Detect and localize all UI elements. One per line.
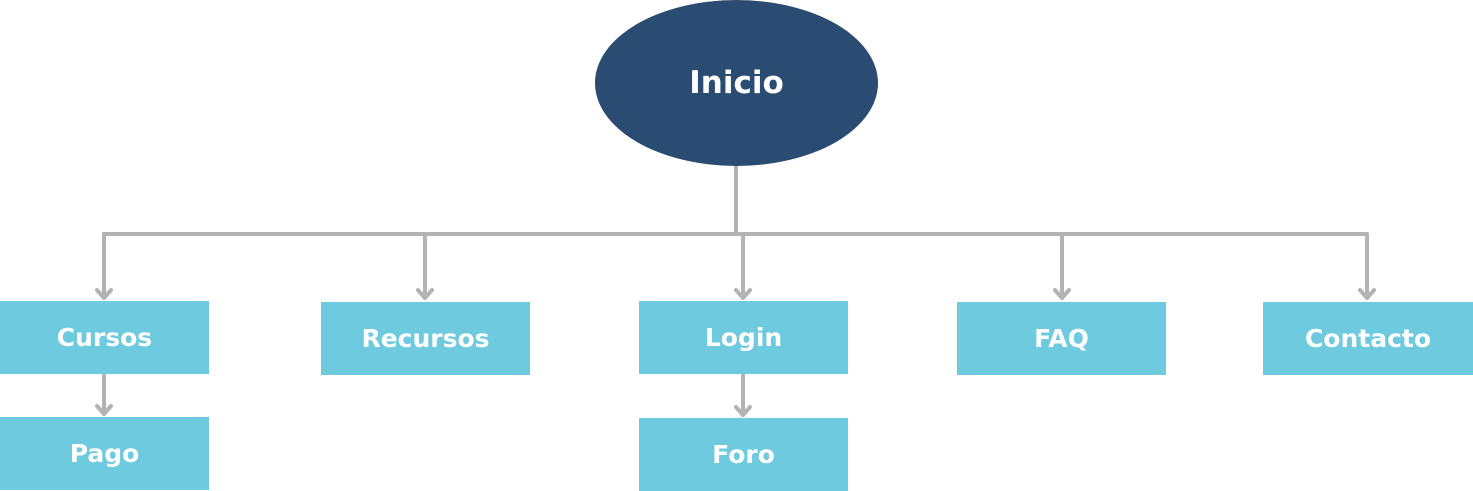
arrowhead-foro	[734, 405, 752, 417]
node-pago: Pago	[0, 417, 209, 490]
node-recursos: Recursos	[321, 302, 530, 375]
node-foro: Foro	[639, 418, 848, 491]
arrowhead-login	[734, 288, 752, 300]
arrowhead-pago	[95, 404, 113, 416]
node-contacto-label: Contacto	[1304, 324, 1432, 353]
node-inicio: Inicio	[595, 0, 878, 166]
node-foro-label: Foro	[712, 440, 775, 469]
node-cursos: Cursos	[0, 301, 209, 374]
arrowhead-contacto	[1358, 288, 1376, 300]
arrowhead-faq	[1053, 288, 1071, 300]
node-pago-label: Pago	[69, 439, 140, 468]
node-cursos-label: Cursos	[56, 323, 153, 352]
node-inicio-label: Inicio	[689, 65, 784, 101]
node-faq-label: FAQ	[1034, 324, 1089, 353]
node-login-label: Login	[704, 323, 783, 352]
node-login: Login	[639, 301, 848, 374]
arrowhead-recursos	[416, 288, 434, 300]
node-contacto: Contacto	[1263, 302, 1473, 375]
node-recursos-label: Recursos	[361, 324, 490, 353]
arrowhead-cursos	[95, 288, 113, 300]
node-faq: FAQ	[957, 302, 1166, 375]
